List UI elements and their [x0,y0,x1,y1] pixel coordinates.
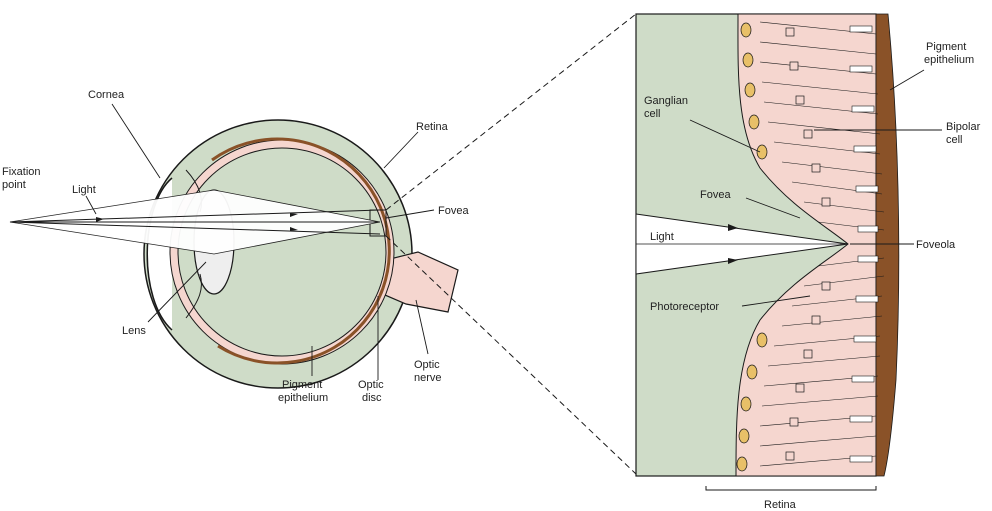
label-fixation-1: Fixation [2,166,41,178]
leader-cornea [112,104,160,178]
retina-enlarged [636,14,899,476]
label-bipolar-1: Bipolar [946,121,981,133]
label-fixation-2: point [2,179,26,191]
label-light-right: Light [650,231,674,243]
retina-bracket [706,486,876,490]
label-ganglion-1: Ganglian [644,95,688,107]
label-fovea-left: Fovea [438,205,469,217]
label-optic-disc-1: Optic [358,379,384,391]
label-lens: Lens [122,325,146,337]
label-optic-nerve-2: nerve [414,372,442,384]
label-cornea: Cornea [88,89,125,101]
label-pigment-1: Pigment [282,379,322,391]
label-foveola: Foveola [916,239,956,251]
zoom-line-top [386,14,636,210]
label-optic-disc-2: disc [362,392,382,404]
label-fovea-right: Fovea [700,189,731,201]
label-optic-nerve-1: Optic [414,359,440,371]
label-bipolar-2: cell [946,134,963,146]
label-retina: Retina [416,121,449,133]
zoom-line-bottom [386,236,636,474]
label-ganglion-2: cell [644,108,661,120]
label-light-left: Light [72,184,96,196]
label-photoreceptor: Photoreceptor [650,301,719,313]
label-pigment-right-1: Pigment [926,41,966,53]
pigment-epithelium-strip [876,14,899,476]
leader-retina [384,132,418,168]
label-retina-bottom: Retina [764,499,797,511]
label-pigment-2: epithelium [278,392,328,404]
label-pigment-right-2: epithelium [924,54,974,66]
leader-pigment-right [890,70,924,90]
